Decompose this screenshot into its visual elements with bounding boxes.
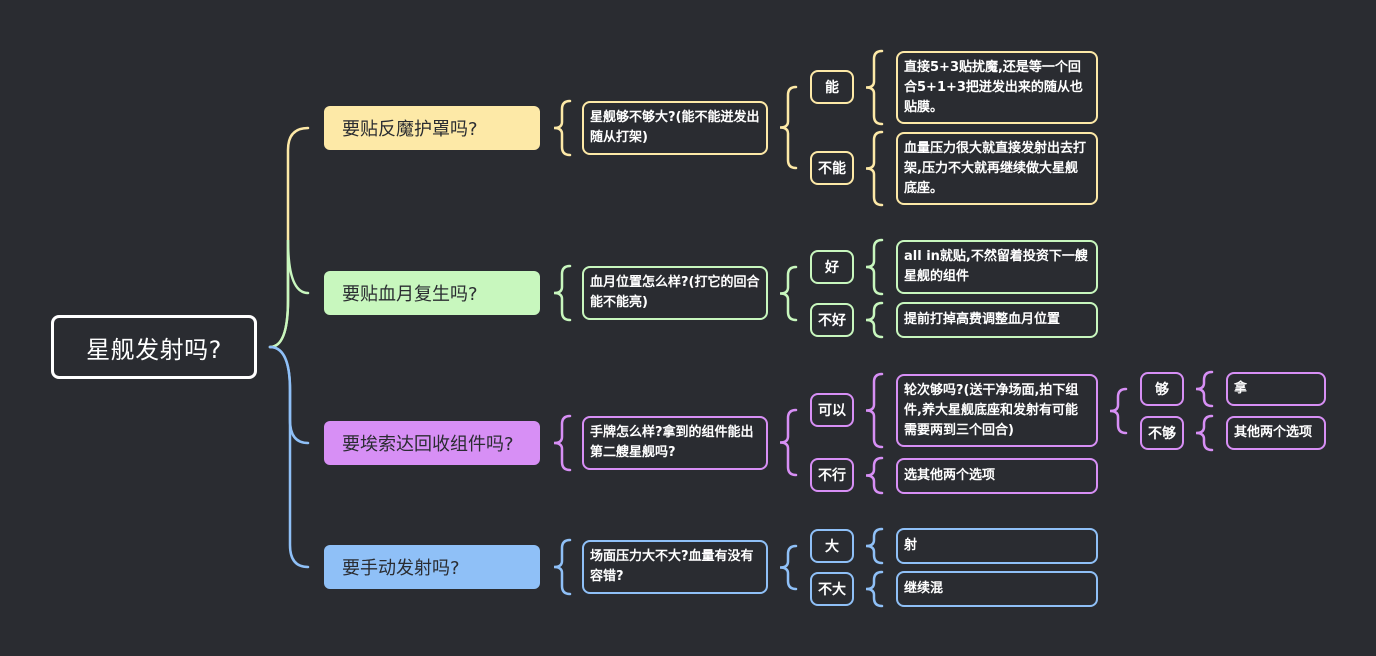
connector-root-branch-2 (268, 239, 310, 349)
branch-2-question[interactable]: 血月位置怎么样?(打它的回合能不能亮) (582, 266, 768, 320)
connector-root-branch-1 (268, 126, 310, 349)
branch-3-answer-2[interactable]: 不行 (810, 458, 854, 492)
brace-branch-2-answers (779, 265, 798, 322)
branch-3-result-1[interactable]: 轮次够吗?(送干净场面,拍下组件,养大星舰底座和发射有可能需要两到三个回合) (896, 374, 1098, 447)
brace-branch-1 (553, 99, 572, 157)
branch-2-answer-1[interactable]: 好 (810, 250, 854, 284)
brace-branch-4-answers (779, 544, 798, 591)
branch-3-topic[interactable]: 要埃索达回收组件吗? (324, 421, 540, 465)
branch-1-answer-1[interactable]: 能 (810, 70, 854, 104)
branch-4-topic[interactable]: 要手动发射吗? (324, 545, 540, 589)
branch-3-answer-1[interactable]: 可以 (810, 393, 854, 427)
branch-3-sub-result-1[interactable]: 拿 (1226, 372, 1326, 406)
brace-branch-1-result-2 (865, 130, 884, 207)
branch-1-answer-2[interactable]: 不能 (810, 151, 854, 185)
brace-branch-3-result-2 (865, 456, 884, 495)
branch-1-question[interactable]: 星舰够不够大?(能不能迸发出随从打架) (582, 101, 768, 155)
brace-branch-2-result-1 (865, 238, 884, 296)
brace-branch-4 (553, 538, 572, 596)
brace-branch-3-sub-result-1 (1195, 370, 1214, 408)
brace-branch-4-result-2 (865, 570, 884, 608)
branch-3-result-2[interactable]: 选其他两个选项 (896, 458, 1098, 494)
brace-branch-2 (553, 264, 572, 322)
branch-3-question[interactable]: 手牌怎么样?拿到的组件能出第二艘星舰吗? (582, 416, 768, 470)
branch-1-result-1[interactable]: 直接5+3贴扰魔,还是等一个回合5+1+3把迸发出来的随从也贴膜。 (896, 51, 1098, 124)
branch-2-topic[interactable]: 要贴血月复生吗? (324, 271, 540, 315)
root-node[interactable]: 星舰发射吗? (51, 315, 257, 379)
brace-branch-3-answers (779, 408, 798, 477)
brace-branch-3-result-1 (865, 372, 884, 449)
brace-branch-3 (553, 414, 572, 472)
branch-4-answer-2[interactable]: 不大 (810, 572, 854, 606)
branch-3-sub-answer-1[interactable]: 够 (1140, 372, 1184, 406)
brace-branch-3-sub (1109, 387, 1128, 435)
branch-4-answer-1[interactable]: 大 (810, 529, 854, 563)
brace-branch-4-result-1 (865, 527, 884, 565)
branch-2-result-2[interactable]: 提前打掉高费调整血月位置 (896, 302, 1098, 338)
brace-branch-3-sub-result-2 (1195, 414, 1214, 452)
branch-2-answer-2[interactable]: 不好 (810, 303, 854, 337)
brace-branch-2-result-2 (865, 301, 884, 339)
connector-root-branch-3 (268, 345, 310, 445)
branch-1-topic[interactable]: 要贴反魔护罩吗? (324, 106, 540, 150)
branch-3-sub-result-2[interactable]: 其他两个选项 (1226, 416, 1326, 450)
branch-2-result-1[interactable]: all in就贴,不然留着投资下一艘星舰的组件 (896, 240, 1098, 294)
brace-branch-1-result-1 (865, 49, 884, 126)
branch-4-result-1[interactable]: 射 (896, 528, 1098, 564)
branch-4-result-2[interactable]: 继续混 (896, 571, 1098, 607)
brace-branch-1-answers (779, 85, 798, 170)
branch-1-result-2[interactable]: 血量压力很大就直接发射出去打架,压力不大就再继续做大星舰底座。 (896, 132, 1098, 205)
branch-4-question[interactable]: 场面压力大不大?血量有没有容错? (582, 540, 768, 594)
branch-3-sub-answer-2[interactable]: 不够 (1140, 416, 1184, 450)
